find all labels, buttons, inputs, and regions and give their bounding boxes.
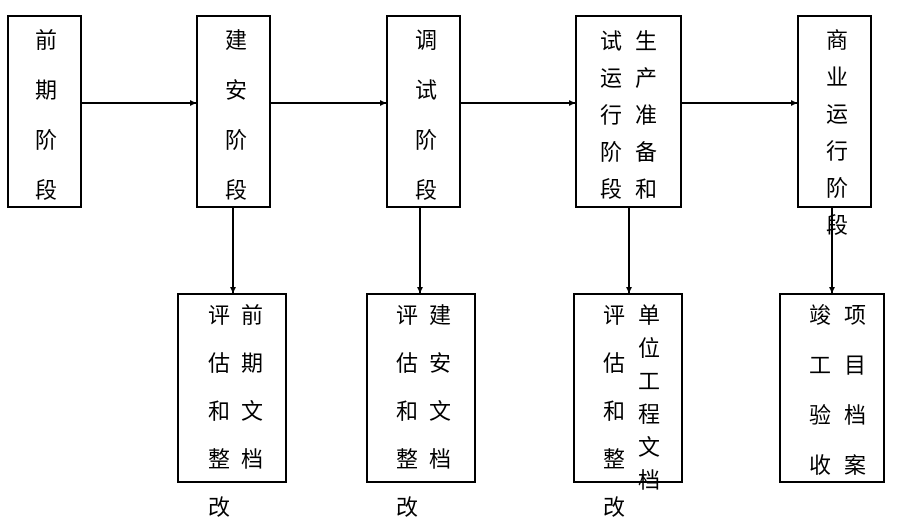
char: 文 [638,436,661,461]
char: 试 [415,79,438,104]
char: 业 [826,66,849,91]
char: 档 [844,404,867,429]
char: 生 [635,30,658,55]
char: 阶 [600,141,623,166]
char: 单 [638,304,661,329]
stage-label-commissioning: 调试阶段 [415,31,437,203]
doc-box-preliminary: 评估和整改 前期文档 [177,293,287,520]
char: 估 [396,352,419,377]
char: 备 [635,141,658,166]
char: 建 [225,29,248,54]
char: 阶 [35,129,58,154]
char: 阶 [826,177,849,202]
char: 安 [225,79,248,104]
doc-box-construction: 评估和整改 建安文档 [366,293,476,520]
flow-arrows [82,100,835,293]
char: 目 [844,354,867,379]
char: 行 [600,104,623,129]
char: 前 [35,29,58,54]
char: 估 [603,352,626,377]
char: 程 [638,403,661,428]
doc-label-construction-col2: 建安文档 [429,306,451,472]
char: 商 [826,29,849,54]
char: 改 [396,496,419,521]
char: 档 [638,469,661,494]
char: 建 [429,304,452,329]
char: 阶 [225,129,248,154]
char: 阶 [415,129,438,154]
stage-label-commercial: 商业运行阶段 [826,31,848,238]
char: 行 [826,140,849,165]
char: 整 [603,448,626,473]
stage-label-trial-run-col1: 试运行阶段 [600,32,622,202]
char: 运 [826,103,849,128]
char: 段 [35,179,58,204]
doc-label-acceptance-col1: 竣工验收 [809,306,831,478]
doc-box-project-acceptance: 竣工验收 项目档案 [779,293,885,483]
char: 期 [35,79,58,104]
char: 评 [396,304,419,329]
char: 评 [603,304,626,329]
char: 改 [208,496,231,521]
char: 竣 [809,304,832,329]
char: 评 [208,304,231,329]
char: 准 [635,104,658,129]
doc-label-preliminary-col2: 前期文档 [241,306,263,472]
char: 段 [225,179,248,204]
char: 整 [396,448,419,473]
char: 和 [396,400,419,425]
stage-label-construction: 建安阶段 [225,31,247,203]
char: 档 [241,448,264,473]
char: 估 [208,352,231,377]
char: 前 [241,304,264,329]
stage-box-preliminary: 前期阶段 [7,15,82,208]
char: 产 [635,67,658,92]
stage-box-trial-run: 试运行阶段 生产准备和 [575,15,682,208]
char: 案 [844,454,867,479]
stage-box-commercial: 商业运行阶段 [797,15,872,238]
char: 和 [603,400,626,425]
char: 和 [208,400,231,425]
char: 文 [429,400,452,425]
char: 工 [809,354,832,379]
stage-box-commissioning: 调试阶段 [386,15,461,208]
stage-label-trial-run-col2: 生产准备和 [635,32,657,202]
doc-label-unit-col2: 单位工程文档 [638,306,660,493]
char: 试 [600,30,623,55]
char: 收 [809,454,832,479]
char: 段 [600,178,623,203]
char: 项 [844,304,867,329]
char: 位 [638,337,661,362]
stage-box-construction: 建安阶段 [196,15,271,208]
char: 文 [241,400,264,425]
char: 改 [603,496,626,521]
char: 和 [635,178,658,203]
char: 期 [241,352,264,377]
char: 段 [415,179,438,204]
char: 安 [429,352,452,377]
char: 调 [415,29,438,54]
stage-label-preliminary: 前期阶段 [35,31,57,203]
char: 档 [429,448,452,473]
char: 运 [600,67,623,92]
char: 整 [208,448,231,473]
char: 工 [638,370,661,395]
doc-label-acceptance-col2: 项目档案 [844,306,866,478]
char: 验 [809,404,832,429]
